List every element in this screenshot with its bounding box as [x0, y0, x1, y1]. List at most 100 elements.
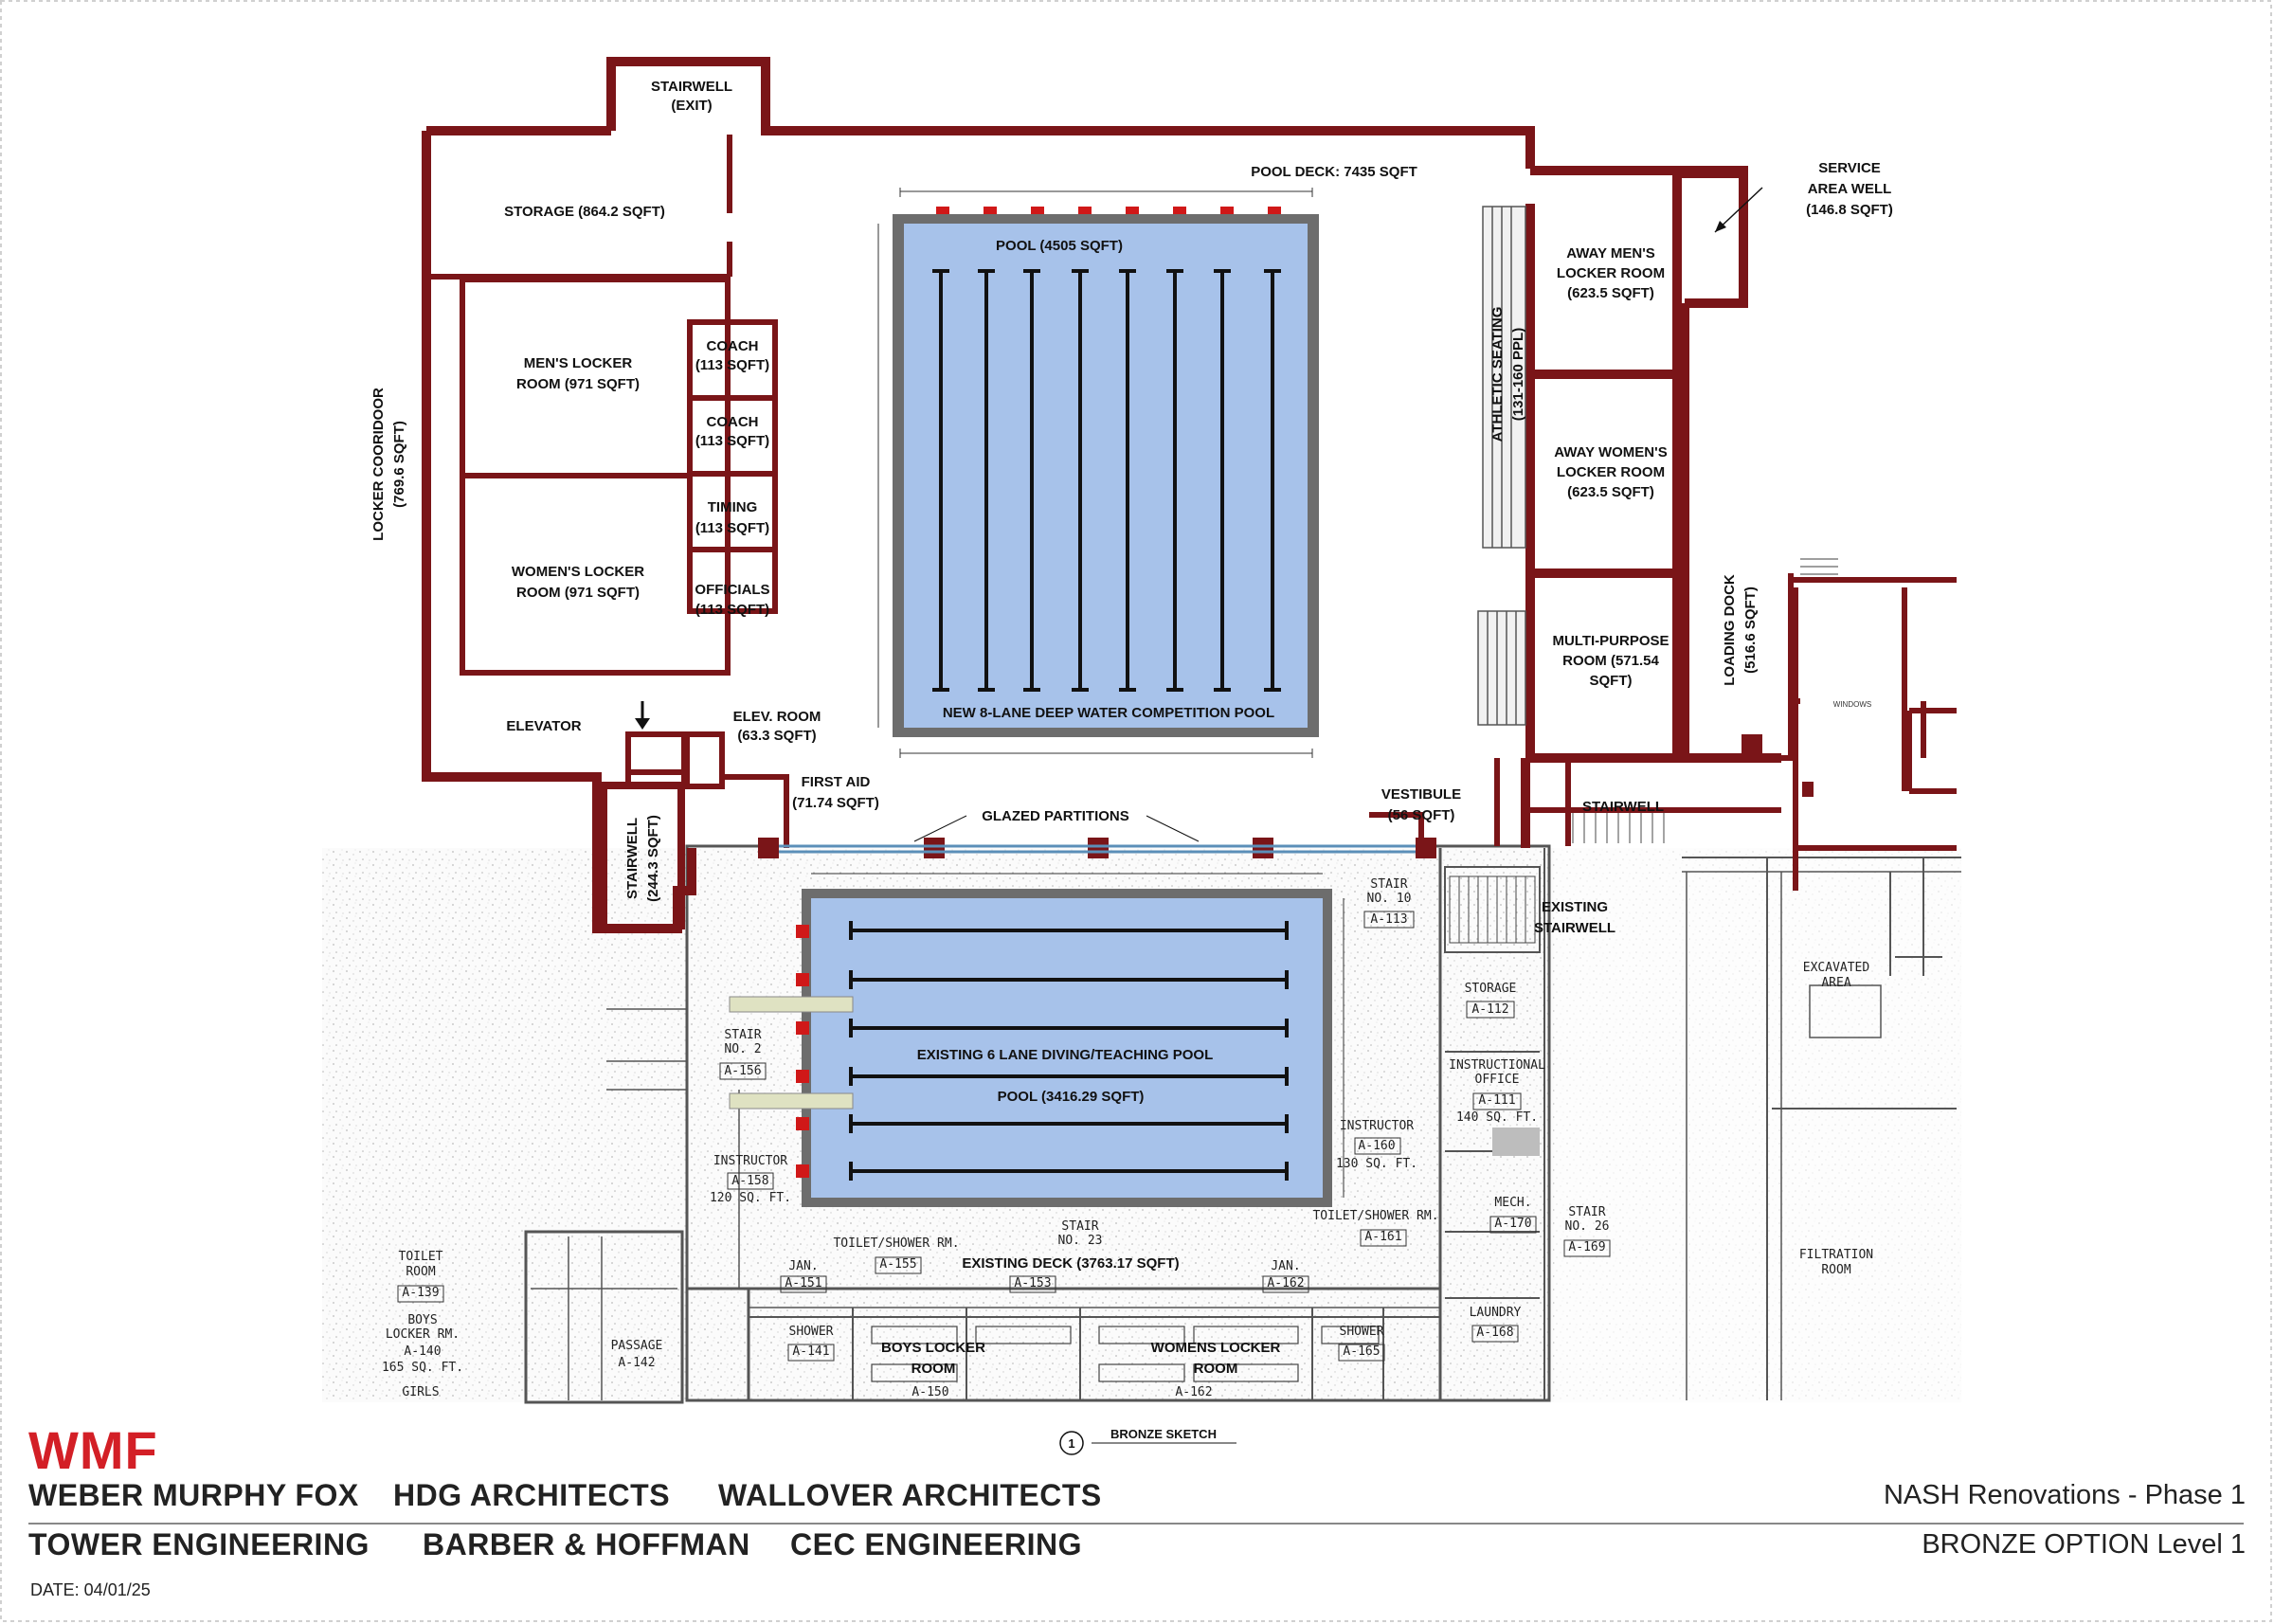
- sheet-title: BRONZE OPTION Level 1: [1922, 1529, 2246, 1560]
- label-toilet-shower-left: TOILET/SHOWER RM.: [833, 1236, 959, 1251]
- diving-boards: [729, 996, 854, 1110]
- svg-text:A-111: A-111: [1478, 1093, 1515, 1108]
- label-stairwell-244: STAIRWELL: [624, 818, 641, 899]
- svg-text:130 SQ. FT.: 130 SQ. FT.: [1336, 1157, 1417, 1171]
- svg-text:AREA: AREA: [1821, 976, 1850, 990]
- svg-text:A-170: A-170: [1494, 1217, 1531, 1231]
- label-timing: TIMING: [708, 499, 758, 515]
- label-coach-1: COACH: [707, 338, 759, 354]
- label-stair-2: STAIR: [724, 1028, 761, 1042]
- svg-text:A-153: A-153: [1014, 1276, 1051, 1290]
- svg-text:LOCKER ROOM: LOCKER ROOM: [1557, 464, 1665, 480]
- svg-text:(113 SQFT): (113 SQFT): [695, 357, 769, 373]
- svg-text:A-161: A-161: [1364, 1230, 1401, 1244]
- svg-text:ROOM: ROOM: [911, 1361, 956, 1377]
- svg-text:A-142: A-142: [618, 1356, 655, 1370]
- svg-text:A-162: A-162: [1267, 1276, 1304, 1290]
- svg-text:NO. 23: NO. 23: [1058, 1234, 1103, 1248]
- label-glazed-partitions: GLAZED PARTITIONS: [982, 808, 1129, 824]
- label-existing-stairwell: EXISTING: [1542, 899, 1608, 915]
- label-elev-room: ELEV. ROOM: [733, 709, 821, 725]
- svg-text:ROOM: ROOM: [1821, 1263, 1850, 1277]
- room-labels: STAIRWELL (EXIT) POOL DECK: 7435 SQFT ST…: [370, 79, 1893, 1451]
- label-stair-23: STAIR: [1061, 1219, 1098, 1234]
- label-stair-26: STAIR: [1568, 1205, 1605, 1219]
- svg-text:A-113: A-113: [1370, 912, 1407, 927]
- svg-text:120 SQ. FT.: 120 SQ. FT.: [710, 1191, 791, 1205]
- label-boys-locker: BOYS LOCKER: [881, 1340, 985, 1356]
- firm-tower-engineering: TOWER ENGINEERING: [28, 1527, 370, 1561]
- svg-text:(56 SQFT): (56 SQFT): [1388, 807, 1455, 823]
- sketch-number: 1: [1068, 1436, 1074, 1451]
- logo-wmf: WMF: [28, 1420, 158, 1480]
- label-laundry: LAUNDRY: [1470, 1306, 1522, 1320]
- svg-text:A-112: A-112: [1471, 1002, 1508, 1017]
- leader-arrow-icon: [1714, 187, 1763, 233]
- drawing-date: DATE: 04/01/25: [30, 1580, 151, 1599]
- svg-text:A-140: A-140: [404, 1344, 441, 1359]
- firm-barber-hoffman: BARBER & HOFFMAN: [423, 1527, 750, 1561]
- svg-text:LOCKER RM.: LOCKER RM.: [386, 1327, 460, 1342]
- label-vestibule: VESTIBULE: [1381, 786, 1461, 803]
- label-first-aid: FIRST AID: [802, 774, 871, 790]
- svg-text:A-156: A-156: [724, 1064, 761, 1078]
- label-jan-right: JAN.: [1271, 1259, 1300, 1273]
- label-shower-left: SHOWER: [789, 1325, 834, 1339]
- label-stair-10: STAIR: [1370, 877, 1407, 892]
- label-instructional-office: INSTRUCTIONAL: [1449, 1058, 1545, 1073]
- label-bronze-sketch: BRONZE SKETCH: [1110, 1427, 1217, 1441]
- label-existing-pool-area: POOL (3416.29 SQFT): [998, 1089, 1145, 1105]
- existing-room-labels: STAIR NO. 10 A-113 STORAGE A-112 INSTRUC…: [382, 700, 1873, 1399]
- svg-text:ROOM: ROOM: [1194, 1361, 1238, 1377]
- glazed-partitions: [779, 844, 1416, 854]
- label-elevator: ELEVATOR: [506, 718, 581, 734]
- label-instructor-left: INSTRUCTOR: [713, 1154, 787, 1168]
- addition-walls: [422, 57, 1781, 933]
- svg-text:(146.8 SQFT): (146.8 SQFT): [1806, 202, 1893, 218]
- label-storage-existing: STORAGE: [1465, 982, 1517, 996]
- label-pool-deck: POOL DECK: 7435 SQFT: [1251, 164, 1417, 180]
- label-athletic-seating: ATHLETIC SEATING: [1489, 307, 1506, 442]
- label-away-womens: AWAY WOMEN'S: [1554, 444, 1667, 460]
- svg-text:(516.6 SQFT): (516.6 SQFT): [1742, 586, 1759, 674]
- sketch-marker: [1059, 1431, 1236, 1455]
- svg-text:ROOM (571.54: ROOM (571.54: [1562, 653, 1659, 669]
- lane-lines: [939, 271, 1274, 690]
- svg-text:STAIRWELL: STAIRWELL: [1534, 920, 1615, 936]
- svg-text:(623.5 SQFT): (623.5 SQFT): [1567, 484, 1654, 500]
- svg-text:(63.3 SQFT): (63.3 SQFT): [737, 728, 816, 744]
- svg-text:A-158: A-158: [731, 1174, 768, 1188]
- label-mens-locker: MEN'S LOCKER: [524, 355, 633, 371]
- svg-text:(113 SQFT): (113 SQFT): [695, 520, 769, 536]
- label-boys-locker-rm: BOYS: [407, 1313, 437, 1327]
- svg-text:ROOM (971 SQFT): ROOM (971 SQFT): [516, 585, 640, 601]
- project-title: NASH Renovations - Phase 1: [1883, 1480, 2246, 1510]
- svg-text:A-155: A-155: [879, 1257, 916, 1272]
- svg-text:LOCKER ROOM: LOCKER ROOM: [1557, 265, 1665, 281]
- svg-text:(113 SQFT): (113 SQFT): [695, 433, 769, 449]
- label-girls: GIRLS: [402, 1385, 439, 1399]
- label-filtration-room: FILTRATION: [1799, 1248, 1873, 1262]
- svg-text:A-169: A-169: [1568, 1240, 1605, 1254]
- elevator-arrow-icon: [635, 701, 650, 730]
- svg-text:A-165: A-165: [1343, 1344, 1380, 1359]
- svg-text:ROOM (971 SQFT): ROOM (971 SQFT): [516, 376, 640, 392]
- label-coach-2: COACH: [707, 414, 759, 430]
- title-block-divider: [28, 1523, 2244, 1525]
- label-womens-locker: WOMEN'S LOCKER: [512, 564, 644, 580]
- label-instructor-right: INSTRUCTOR: [1340, 1119, 1414, 1133]
- svg-text:AREA WELL: AREA WELL: [1808, 181, 1892, 197]
- label-stairwell-exit: STAIRWELL: [651, 79, 732, 95]
- svg-text:(769.6 SQFT): (769.6 SQFT): [391, 421, 407, 508]
- svg-text:(244.3 SQFT): (244.3 SQFT): [645, 815, 661, 902]
- svg-text:(71.74 SQFT): (71.74 SQFT): [792, 795, 879, 811]
- interior-walls: [431, 135, 1957, 929]
- firm-wallover-architects: WALLOVER ARCHITECTS: [718, 1478, 1102, 1512]
- svg-text:NO. 26: NO. 26: [1565, 1219, 1610, 1234]
- svg-text:165 SQ. FT.: 165 SQ. FT.: [382, 1361, 463, 1375]
- athletic-seating: [1477, 206, 1526, 726]
- svg-text:(623.5 SQFT): (623.5 SQFT): [1567, 285, 1654, 301]
- label-boys-room-number: A-150: [911, 1385, 948, 1399]
